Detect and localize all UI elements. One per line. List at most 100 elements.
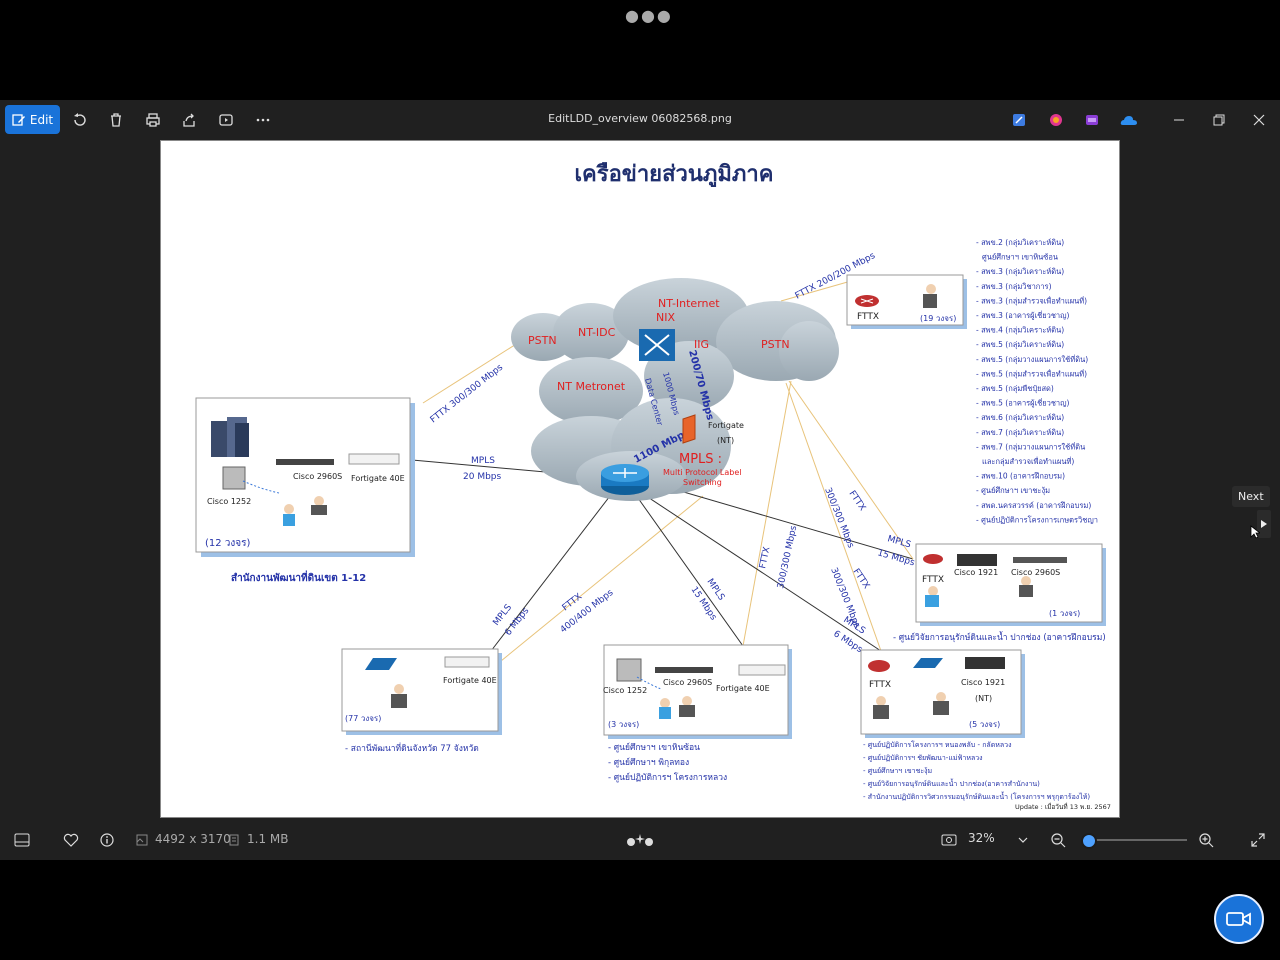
br-cisco-1921: Cisco 1921 [961, 678, 1005, 687]
zoom-slider-track[interactable] [1083, 839, 1187, 841]
bottom-left-site-box [341, 648, 502, 735]
core-router-icon [601, 464, 649, 495]
right-site-box [915, 543, 1106, 626]
right-cisco-1921: Cisco 1921 [954, 568, 998, 577]
file-size-icon [229, 834, 239, 846]
top-right-count: (19 วงจร) [920, 314, 956, 323]
onedrive-button[interactable] [1115, 106, 1143, 134]
image-canvas[interactable]: เครือข่ายส่วนภูมิภาค [0, 140, 1280, 820]
window-options-dots[interactable]: ●●● [625, 6, 673, 25]
favorite-button[interactable] [57, 826, 85, 854]
filmstrip-icon [14, 833, 30, 847]
zoom-slider-thumb[interactable] [1081, 833, 1098, 849]
right-list-item: - สพข.4 (กลุ่มวิเคราะห์ดิน) [976, 326, 1064, 335]
next-image-button[interactable] [1257, 510, 1271, 538]
slideshow-button[interactable] [212, 106, 240, 134]
right-list-item: - สพด.นครสวรรค์ (อาคารฝึกอบรม) [976, 501, 1091, 510]
cloud-nix: NIX [656, 311, 675, 324]
right-list-item: ศูนย์ศึกษาฯ เขาหินซ้อน [982, 253, 1058, 262]
top-right-site-box [846, 274, 967, 329]
zoom-out-button[interactable] [1044, 826, 1072, 854]
br-caption-4: - ศูนย์วิจัยการอนุรักษ์ดินและน้ำ ปากช่อง… [863, 777, 1040, 788]
generative-button[interactable] [624, 826, 656, 854]
connection-lines [400, 280, 914, 662]
minimize-button[interactable] [1165, 106, 1193, 134]
nix-switch-icon [639, 329, 675, 361]
right-list-item: - สพข.3 (กลุ่มสำรวจเพื่อทำแผนที่) [976, 295, 1087, 305]
cloud-nt-metronet: NT Metronet [557, 380, 626, 393]
br-nt: (NT) [975, 694, 992, 703]
mpls-sub2: Switching [683, 478, 722, 487]
link-mpls-bc: MPLS [705, 577, 727, 603]
fit-screen-icon [941, 834, 957, 846]
bl-fortigate: Fortigate 40E [443, 676, 497, 685]
right-list-item: - สพข.5 (กลุ่มพืชปุ๋ยสด) [976, 384, 1054, 393]
bc-caption-2: - ศูนย์ศึกษาฯ พิกุลทอง [608, 757, 689, 768]
right-list-item: - สพข.6 (กลุ่มวิเคราะห์ดิน) [976, 413, 1064, 422]
restore-button[interactable] [1205, 106, 1233, 134]
edit-icon [12, 113, 25, 126]
close-icon [1253, 114, 1265, 126]
br-caption-5: - สำนักงานปฏิบัติการวิศวกรรมอนุรักษ์ดินแ… [863, 790, 1090, 801]
cloud-cluster [511, 278, 839, 501]
br-caption-2: - ศูนย์ปฏิบัติการฯ ชัยพัฒนา-แม่ฟ้าหลวง [863, 754, 983, 762]
photo-viewer-window: Edit EditLDD_overview 06082568.png [0, 100, 1280, 860]
file-size: 1.1 MB [247, 832, 289, 846]
cloud-nt-idc: NT-IDC [578, 326, 616, 339]
close-button[interactable] [1245, 106, 1273, 134]
right-fttx: FTTX [922, 575, 944, 585]
edit-label: Edit [29, 112, 54, 127]
right-list-item: - สพข.3 (อาคารผู้เชี่ยวชาญ) [976, 310, 1070, 320]
right-list-item: - สพข.3 (กลุ่มวิเคราะห์ดิน) [976, 267, 1064, 276]
minimize-icon [1174, 119, 1184, 121]
right-list-item: - สพข.5 (อาคารผู้เชี่ยวชาญ) [976, 398, 1070, 408]
zoom-level[interactable]: 32% [968, 831, 995, 845]
right-list-item: - สพข.5 (กลุ่มวางแผนการใช้ที่ดิน) [976, 354, 1088, 364]
bc-fortigate: Fortigate 40E [716, 684, 770, 693]
br-count: (5 วงจร) [969, 720, 1000, 729]
video-call-button[interactable] [1214, 894, 1264, 944]
chevron-down-icon[interactable] [1018, 836, 1028, 844]
network-diagram-image: เครือข่ายส่วนภูมิภาค [160, 140, 1120, 818]
right-list-item: - สพข.7 (กลุ่มวางแผนการใช้ที่ดิน [976, 441, 1085, 451]
right-site-list: - สพข.2 (กลุ่มวิเคราะห์ดิน) ศูนย์ศึกษาฯ เ… [976, 238, 1098, 524]
ai-sparkle-icon [627, 834, 653, 846]
right-list-item: - สพข.5 (กลุ่มวิเคราะห์ดิน) [976, 340, 1064, 349]
link-fttx-bc: FTTX [758, 546, 772, 570]
app-icon-3[interactable] [1078, 106, 1106, 134]
next-arrow-icon [1261, 520, 1267, 528]
bottom-center-site-box [603, 644, 792, 739]
fullscreen-button[interactable] [1244, 826, 1272, 854]
onedrive-icon [1120, 116, 1137, 125]
right-list-item: - สพข.2 (กลุ่มวิเคราะห์ดิน) [976, 238, 1064, 247]
right-list-item: และกลุ่มสำรวจเพื่อทำแผนที่) [982, 456, 1074, 466]
designer-icon [1013, 114, 1025, 126]
app-icon-1[interactable] [1005, 106, 1033, 134]
bc-caption-1: - ศูนย์ศึกษาฯ เขาหินซ้อน [608, 742, 700, 753]
edit-button[interactable]: Edit [5, 105, 60, 134]
delete-button[interactable] [102, 106, 130, 134]
rotate-button[interactable] [66, 106, 94, 134]
filmstrip-button[interactable] [8, 826, 36, 854]
info-button[interactable] [93, 826, 121, 854]
more-button[interactable] [249, 106, 277, 134]
right-list-item: - สพข.3 (กลุ่มวิชาการ) [976, 282, 1052, 291]
actual-size-button[interactable] [935, 826, 963, 854]
update-note: Update : เมื่อวันที่ 13 พ.ย. 2567 [1015, 802, 1111, 811]
bc-cisco-2960: Cisco 2960S [663, 678, 712, 687]
nt-label: (NT) [717, 436, 734, 445]
print-button[interactable] [139, 106, 167, 134]
bl-count: (77 วงจร) [345, 714, 381, 723]
app-icon-2[interactable] [1042, 106, 1070, 134]
cloud-iig: IIG [694, 338, 709, 351]
trash-icon [111, 113, 121, 127]
top-right-fttx: FTTX [857, 312, 879, 322]
br-caption-1: - ศูนย์ปฏิบัติการโครงการฯ หนองพลับ - กลั… [863, 740, 1012, 749]
left-cisco-2960: Cisco 2960S [293, 472, 342, 481]
rotate-icon [74, 113, 86, 126]
zoom-in-button[interactable] [1192, 826, 1220, 854]
expand-icon [1251, 833, 1265, 847]
info-icon [100, 833, 114, 847]
play-icon [219, 114, 233, 126]
share-button[interactable] [175, 106, 203, 134]
